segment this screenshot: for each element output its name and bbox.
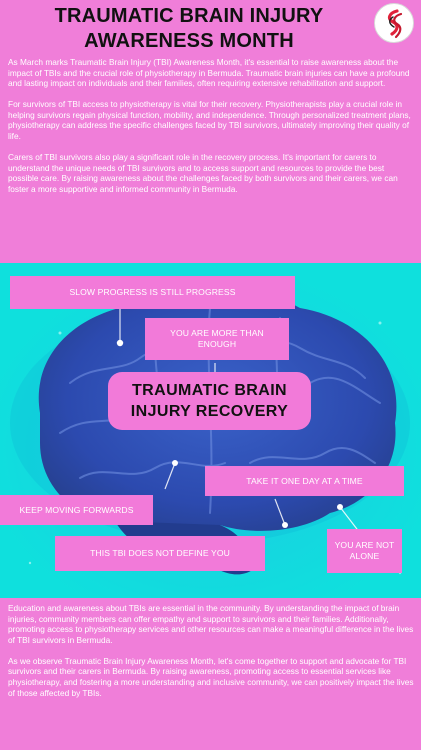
chip-more-than-enough-line-2: ENOUGH: [197, 339, 237, 349]
chip-one-day: TAKE IT ONE DAY AT A TIME: [205, 466, 404, 496]
outro-paragraph-1: Education and awareness about TBIs are e…: [8, 603, 414, 645]
chip-one-day-label: TAKE IT ONE DAY AT A TIME: [246, 475, 363, 486]
chip-not-alone-line-2: ALONE: [349, 551, 380, 561]
recovery-title-line-2: INJURY RECOVERY: [130, 403, 289, 420]
hero-graphic: SLOW PROGRESS IS STILL PROGRESS YOU ARE …: [0, 263, 421, 598]
chip-more-than-enough-line-1: YOU ARE MORE THAN: [170, 328, 264, 338]
intro-paragraph-3: Carers of TBI survivors also play a sign…: [8, 152, 398, 194]
chip-slow-progress-label: SLOW PROGRESS IS STILL PROGRESS: [69, 287, 236, 297]
outro-paragraph-2: As we observe Traumatic Brain Injury Awa…: [8, 655, 414, 698]
intro-paragraph-2: For survivors of TBI access to physiothe…: [8, 99, 411, 142]
outro-text: Education and awareness about TBIs are e…: [8, 603, 415, 709]
page-title: TRAUMATIC BRAIN INJURY AWARENESS MONTH: [14, 4, 364, 54]
chip-not-alone: YOU ARE NOT ALONE: [327, 529, 402, 573]
chip-not-define-label: THIS TBI DOES NOT DEFINE YOU: [90, 548, 230, 558]
intro-paragraph-1: As March marks Traumatic Brain Injury (T…: [8, 57, 410, 89]
title-line-1: TRAUMATIC BRAIN INJURY: [54, 5, 324, 27]
chip-keep-moving-label: KEEP MOVING FORWARDS: [19, 504, 134, 515]
ribbon-logo-icon: [374, 3, 414, 43]
header: TRAUMATIC BRAIN INJURY AWARENESS MONTH: [0, 0, 421, 60]
recovery-title: TRAUMATIC BRAIN INJURY RECOVERY: [108, 372, 311, 430]
chip-not-alone-line-1: YOU ARE NOT: [334, 540, 395, 550]
title-line-2: AWARENESS MONTH: [84, 30, 294, 52]
chip-slow-progress: SLOW PROGRESS IS STILL PROGRESS: [10, 276, 295, 309]
recovery-title-line-1: TRAUMATIC BRAIN: [131, 382, 287, 399]
chip-more-than-enough: YOU ARE MORE THAN ENOUGH: [145, 318, 289, 360]
chip-keep-moving: KEEP MOVING FORWARDS: [0, 495, 153, 525]
chip-not-define: THIS TBI DOES NOT DEFINE YOU: [55, 536, 265, 571]
intro-text: As March marks Traumatic Brain Injury (T…: [8, 57, 415, 205]
